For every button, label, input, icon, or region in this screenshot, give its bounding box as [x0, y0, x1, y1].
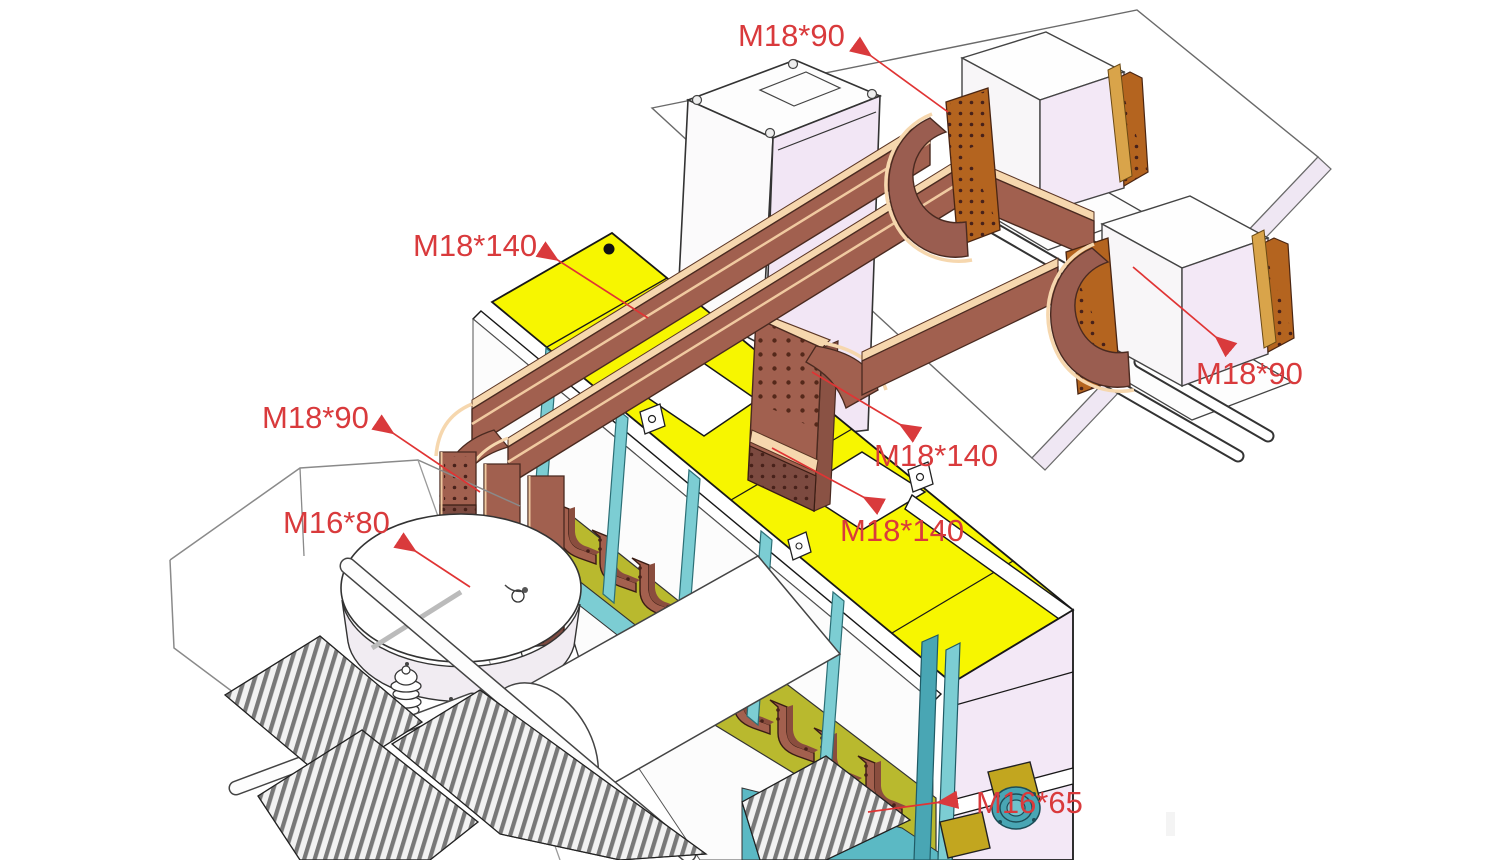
- callout-leaders: [371, 36, 1238, 813]
- callout-label: M18*140: [413, 228, 537, 263]
- leader-m18x140-busbar: [535, 241, 649, 319]
- busbar-run-lower: [507, 155, 1095, 487]
- deck-dot: [603, 243, 615, 255]
- busbar-ubend-1: [884, 87, 1001, 263]
- callout-label: M18*140: [840, 513, 964, 548]
- leader-m18x140-lower: [771, 447, 886, 515]
- leader-m18x90-right: [1132, 266, 1238, 358]
- callout-labels: M18*90 M18*140 M18*90 M16*80 M18*140 M18…: [262, 18, 1303, 820]
- watermark-smudge: [1166, 812, 1175, 836]
- deck-bracket: [907, 461, 934, 493]
- cooling-fan: [991, 786, 1041, 830]
- deck-bracket: [639, 403, 666, 435]
- callout-label: M18*140: [874, 438, 998, 473]
- cabinet-right-face: [904, 493, 1074, 860]
- leader-m16x65: [867, 790, 960, 813]
- transformer-block-2: [1088, 195, 1295, 463]
- oil-drum: [340, 513, 582, 703]
- busbar-ubend-2: [1046, 237, 1135, 395]
- olive-square: [939, 811, 991, 859]
- leader-m18x90-top: [849, 36, 949, 113]
- callout-label: M18*90: [1196, 356, 1303, 391]
- leader-m18x140-upper: [811, 371, 923, 443]
- leader-m16x80: [393, 532, 471, 588]
- callout-label: M18*90: [262, 400, 369, 435]
- deck-bracket: [787, 531, 812, 561]
- teal-strut: [602, 407, 629, 605]
- callout-label: M16*65: [976, 785, 1083, 820]
- callout-label: M16*80: [283, 505, 390, 540]
- leader-m18x90-left: [371, 414, 481, 493]
- callout-label: M18*90: [738, 18, 845, 53]
- heatsink-bank: [223, 635, 912, 860]
